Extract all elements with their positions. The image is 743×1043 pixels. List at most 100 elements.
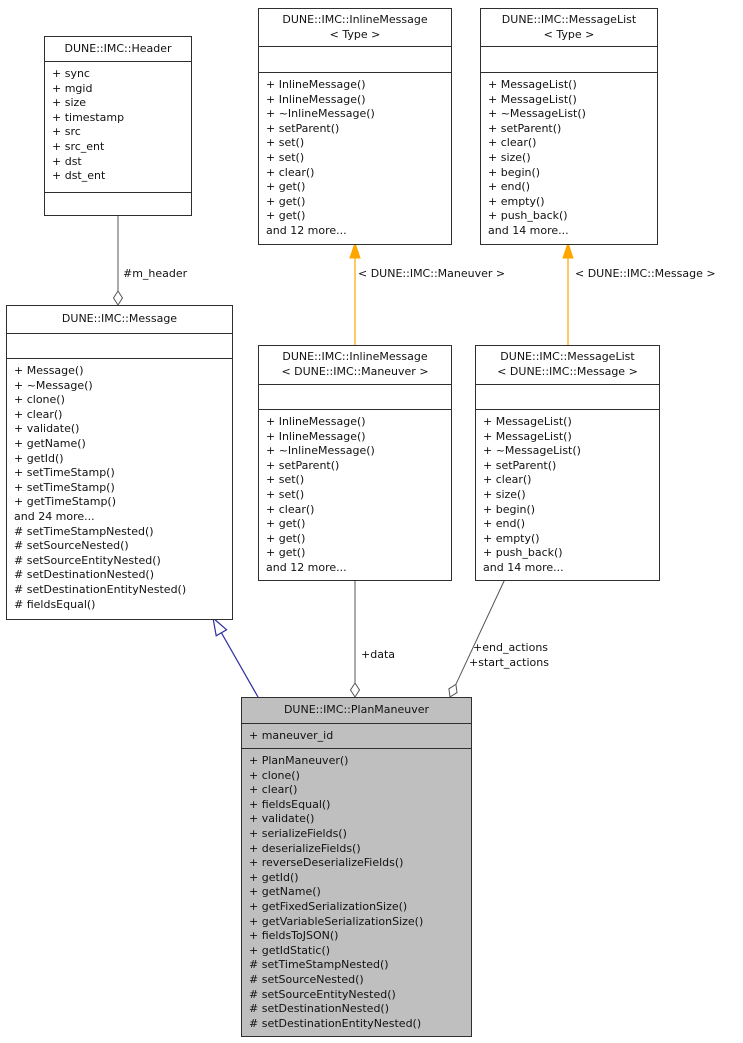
methods-compartment: + InlineMessage()+ InlineMessage()+ ~Inl… [259, 72, 451, 244]
member-text: + fieldsToJSON() [249, 929, 339, 943]
member-text: and 12 more... [266, 223, 347, 237]
member-text: + empty() [483, 531, 540, 545]
template-arrowhead-message [562, 241, 574, 259]
member-text: + getId() [249, 870, 299, 884]
member-text: + PlanManeuver() [249, 754, 349, 767]
member-text: + dst [52, 154, 82, 168]
aggregation-diamond-actions [448, 683, 458, 698]
attributes-compartment: + maneuver_id [242, 723, 471, 748]
class-node-plan-maneuver[interactable]: DUNE::IMC::PlanManeuver + maneuver_id + … [241, 697, 472, 1037]
member-text: + setParent() [266, 458, 340, 472]
methods-compartment: + InlineMessage()+ InlineMessage()+ ~Inl… [259, 409, 451, 580]
template-arrowhead-maneuver [349, 241, 361, 259]
class-title-text: DUNE::IMC::InlineMessage [282, 12, 428, 26]
member-text: + validate() [249, 812, 315, 826]
member-text: # setSourceNested() [249, 972, 364, 986]
class-node-message[interactable]: DUNE::IMC::Message + Message()+ ~Message… [6, 305, 233, 620]
class-title-text: < Type > [329, 27, 381, 41]
member-text: + MessageList() [488, 92, 577, 106]
class-title-text: DUNE::IMC::MessageList [500, 350, 635, 364]
edge-label-template-maneuver: < DUNE::IMC::Maneuver > [358, 267, 506, 280]
member-text: + begin() [488, 165, 541, 179]
class-title-text: < Type > [543, 27, 595, 41]
member-text: + ~Message() [14, 378, 93, 392]
class-title: DUNE::IMC::MessageList< Type > [481, 9, 657, 46]
member-text: # setDestinationNested() [14, 568, 155, 582]
member-text: + getName() [249, 885, 321, 899]
member-text: + InlineMessage() [266, 92, 366, 106]
member-text: and 14 more... [488, 223, 569, 237]
class-title: DUNE::IMC::Header [45, 37, 191, 61]
member-text: and 12 more... [266, 560, 347, 574]
member-text: + MessageList() [483, 415, 572, 428]
member-text: + src_ent [52, 139, 105, 153]
edge-label-m-header: #m_header [123, 267, 188, 280]
edge-label-start-actions: +start_actions [469, 656, 549, 669]
methods-compartment: + MessageList()+ MessageList()+ ~Message… [476, 409, 659, 580]
member-text: # setSourceNested() [14, 539, 129, 553]
aggregation-diamond-data [349, 682, 361, 698]
inheritance-edge [220, 632, 259, 698]
member-text: + MessageList() [483, 429, 572, 443]
member-text: + MessageList() [488, 78, 577, 91]
member-text: + getTimeStamp() [14, 495, 117, 509]
member-text: + setParent() [266, 121, 340, 135]
class-node-message-list-message[interactable]: DUNE::IMC::MessageList< DUNE::IMC::Messa… [475, 345, 660, 581]
class-title-text: DUNE::IMC::Header [64, 41, 172, 55]
member-text: # setTimeStampNested() [249, 958, 389, 972]
member-text: + ~MessageList() [488, 107, 586, 121]
member-text: + clear() [266, 165, 315, 179]
class-title: DUNE::IMC::Message [7, 306, 232, 333]
member-text: # setSourceEntityNested() [14, 553, 161, 567]
class-title: DUNE::IMC::PlanManeuver [242, 698, 471, 723]
member-text: + set() [266, 150, 305, 164]
member-text: # setDestinationNested() [249, 1002, 390, 1016]
aggregation-diamond-m-header [112, 290, 124, 306]
member-text: + push_back() [488, 209, 568, 223]
member-text: + set() [266, 473, 305, 487]
member-text: + ~MessageList() [483, 444, 581, 458]
methods-compartment: + PlanManeuver()+ clone()+ clear()+ fiel… [242, 748, 471, 1036]
member-text: + get() [266, 194, 306, 208]
member-text: + size() [488, 150, 531, 164]
member-text: + size [52, 96, 87, 110]
member-text: + push_back() [483, 546, 563, 560]
member-text: + clone() [14, 393, 65, 407]
member-text: + serializeFields() [249, 826, 347, 840]
member-text: + empty() [488, 194, 545, 208]
member-text: + clear() [14, 407, 63, 421]
member-text: + src [52, 125, 81, 139]
class-node-header[interactable]: DUNE::IMC::Header + sync+ mgid+ size+ ti… [44, 36, 192, 216]
class-title: DUNE::IMC::MessageList< DUNE::IMC::Messa… [476, 346, 659, 384]
member-text: + clone() [249, 768, 300, 782]
member-text: + ~InlineMessage() [266, 107, 375, 121]
class-node-inline-message-type[interactable]: DUNE::IMC::InlineMessage< Type > + Inlin… [258, 8, 452, 245]
member-text: + deserializeFields() [249, 841, 361, 855]
methods-compartment [45, 192, 191, 215]
class-node-inline-message-maneuver[interactable]: DUNE::IMC::InlineMessage< DUNE::IMC::Man… [258, 345, 452, 581]
member-text: and 14 more... [483, 560, 564, 574]
member-text: + set() [266, 136, 305, 150]
attributes-compartment: + sync+ mgid+ size+ timestamp+ src+ src_… [45, 61, 191, 192]
class-title-text: DUNE::IMC::MessageList [501, 12, 637, 26]
member-text: + getName() [14, 436, 86, 450]
class-title-text: DUNE::IMC::Message [61, 312, 178, 326]
member-text: # setDestinationEntityNested() [14, 582, 187, 596]
class-title: DUNE::IMC::InlineMessage< Type > [259, 9, 451, 46]
member-text: # setSourceEntityNested() [249, 987, 396, 1001]
methods-compartment: + Message()+ ~Message()+ clone()+ clear(… [7, 358, 232, 619]
class-title-text: < DUNE::IMC::Maneuver > [281, 365, 429, 378]
class-title: DUNE::IMC::InlineMessage< DUNE::IMC::Man… [259, 346, 451, 384]
member-text: + InlineMessage() [266, 78, 366, 91]
member-text: + InlineMessage() [266, 429, 366, 443]
attributes-compartment [476, 384, 659, 409]
class-title-text: < DUNE::IMC::Message > [497, 365, 638, 378]
methods-compartment: + MessageList()+ MessageList()+ ~Message… [481, 72, 657, 244]
member-text: + setTimeStamp() [14, 466, 115, 480]
class-node-message-list-type[interactable]: DUNE::IMC::MessageList< Type > + Message… [480, 8, 658, 245]
member-text: + fieldsEqual() [249, 797, 331, 811]
member-text: + setParent() [483, 458, 557, 472]
member-text: # fieldsEqual() [14, 597, 96, 611]
member-text: + getId() [14, 451, 64, 465]
